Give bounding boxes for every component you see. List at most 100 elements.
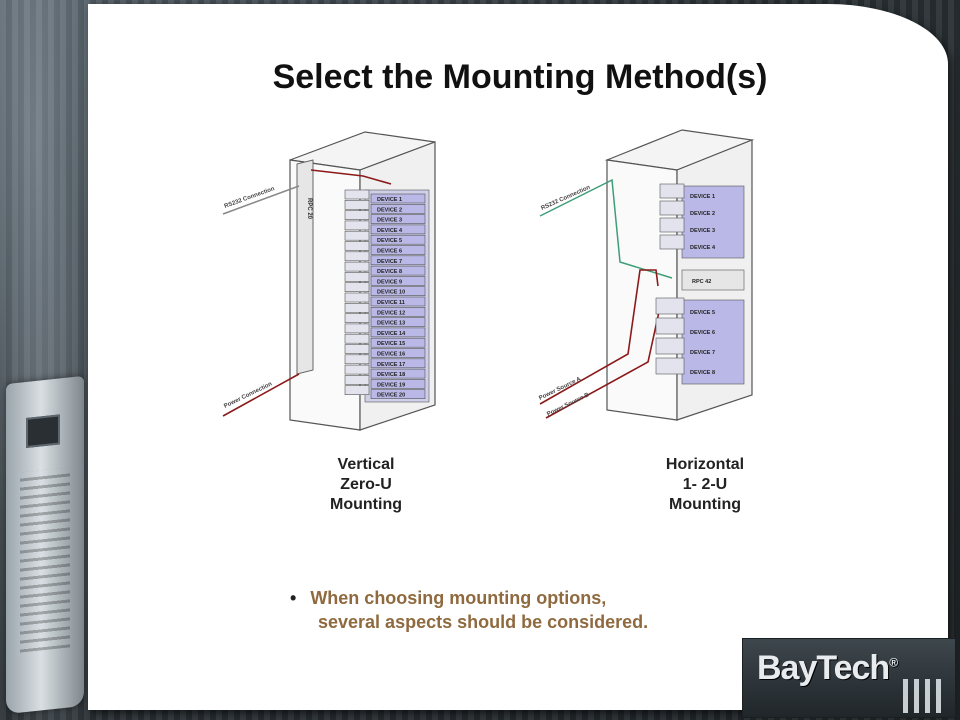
- device-shelf: [344, 261, 370, 272]
- device-label: DEVICE 18: [377, 372, 405, 378]
- device-label: DEVICE 10: [377, 290, 405, 296]
- device-label: DEVICE 6: [690, 330, 715, 336]
- vertical-mounting-caption: Vertical Zero-U Mounting: [286, 455, 446, 515]
- baytech-logo: BayTech®: [742, 638, 956, 718]
- device-shelf: [344, 354, 370, 365]
- device-unit: [370, 234, 426, 245]
- device-label: DEVICE 20: [377, 393, 405, 399]
- device-unit: [370, 286, 426, 296]
- device-label: DEVICE 16: [377, 352, 405, 358]
- device-shelf: [344, 364, 370, 375]
- slide-canvas: [88, 4, 948, 710]
- device-label: DEVICE 15: [377, 341, 405, 347]
- device-shelf: [344, 292, 370, 303]
- device-unit: [370, 245, 426, 255]
- device-shelf: [655, 337, 685, 355]
- power-label: Power Connection: [223, 381, 273, 410]
- device-shelf: [344, 241, 370, 251]
- device-shelf: [344, 282, 370, 292]
- device-label: DEVICE 13: [377, 321, 405, 327]
- device-unit: [370, 368, 426, 379]
- device-shelf: [344, 375, 370, 385]
- device-label: DEVICE 8: [377, 269, 402, 275]
- caption-line: Mounting: [669, 496, 741, 513]
- bullet-line-1: • When choosing mounting options,: [290, 586, 750, 610]
- horizontal-mounting-diagram: RS232 Connection Power Source A Power So…: [538, 129, 755, 421]
- registered-mark: ®: [889, 655, 898, 670]
- device-vents: [20, 467, 70, 653]
- power-connection-line: [222, 373, 300, 417]
- device-shelf: [344, 344, 370, 354]
- rpc-label: RPC 42: [692, 279, 711, 285]
- vertical-mounting-diagram: RPC 20 RS232 Connection Power Connection…: [222, 131, 436, 431]
- device-screen: [26, 414, 60, 448]
- device-group-bottom: [681, 299, 745, 385]
- device-label: DEVICE 17: [377, 362, 405, 368]
- device-unit: [370, 317, 426, 327]
- device-data-line: [310, 169, 392, 185]
- bullet-text-2: several aspects should be considered.: [318, 612, 649, 632]
- device-label: DEVICE 14: [377, 331, 406, 337]
- device-shelf: [344, 272, 370, 282]
- device-unit: [370, 255, 426, 266]
- device-shelf: [659, 217, 685, 233]
- device-shelf: [344, 323, 370, 334]
- device-unit: [370, 358, 426, 369]
- bullet-text-1: When choosing mounting options,: [310, 588, 607, 608]
- device-shelf: [344, 200, 370, 210]
- device-label: DEVICE 8: [690, 370, 715, 376]
- device-label: DEVICE 7: [690, 350, 715, 356]
- device-label: DEVICE 1: [377, 197, 402, 203]
- device-label: DEVICE 7: [377, 259, 402, 265]
- rpc-strip: [296, 159, 314, 375]
- device-unit: [370, 348, 426, 358]
- caption-line: Vertical: [337, 456, 395, 473]
- device-shelf: [344, 210, 370, 220]
- device-shelf: [344, 313, 370, 323]
- bullet-point: • When choosing mounting options, several…: [290, 586, 750, 634]
- device-label: DEVICE 2: [690, 211, 715, 217]
- device-label: DEVICE 9: [377, 279, 402, 285]
- bullet-icon: •: [290, 588, 297, 608]
- device-label: DEVICE 5: [690, 310, 715, 316]
- device-label: DEVICE 4: [690, 245, 716, 251]
- rs232-label: RS232 Connection: [540, 185, 591, 212]
- device-unit: [370, 327, 426, 338]
- device-shelf: [655, 357, 685, 375]
- rs232-connection-line: [222, 185, 300, 215]
- slide-title: Select the Mounting Method(s): [272, 58, 768, 96]
- device-shelf: [344, 333, 370, 344]
- horizontal-mounting-caption: Horizontal 1- 2-U Mounting: [625, 455, 785, 515]
- device-label: DEVICE 2: [377, 207, 402, 213]
- device-shelf: [344, 251, 370, 262]
- rpc-label: RPC 20: [306, 198, 312, 220]
- device-unit: [370, 193, 426, 204]
- device-unit: [370, 389, 426, 400]
- device-unit: [370, 224, 426, 235]
- device-label: DEVICE 12: [377, 310, 405, 316]
- device-unit: [370, 265, 426, 276]
- logo-bars-icon: [903, 679, 947, 713]
- caption-line: 1- 2-U: [682, 476, 728, 493]
- device-label: DEVICE 1: [690, 194, 715, 200]
- caption-line: Mounting: [330, 496, 402, 513]
- device-shelf: [344, 303, 370, 313]
- device-label: DEVICE 3: [377, 218, 402, 224]
- device-unit: [370, 337, 426, 348]
- device-shelf: [344, 385, 370, 396]
- device-label: DEVICE 4: [377, 228, 403, 234]
- device-shelf: [659, 183, 685, 199]
- device-shelf: [344, 220, 370, 231]
- device-shelf: [344, 189, 370, 200]
- device-unit: [370, 307, 426, 317]
- device-label: DEVICE 11: [377, 300, 405, 306]
- device-shelf: [659, 200, 685, 216]
- device-label: DEVICE 19: [377, 382, 405, 388]
- device-unit: [370, 276, 426, 286]
- device-shelf: [655, 317, 685, 335]
- power-source-a-line: [539, 269, 659, 405]
- caption-line: Zero-U: [340, 476, 392, 493]
- device-unit: [370, 379, 426, 389]
- device-label: DEVICE 6: [377, 249, 402, 255]
- caption-line: Horizontal: [665, 456, 745, 473]
